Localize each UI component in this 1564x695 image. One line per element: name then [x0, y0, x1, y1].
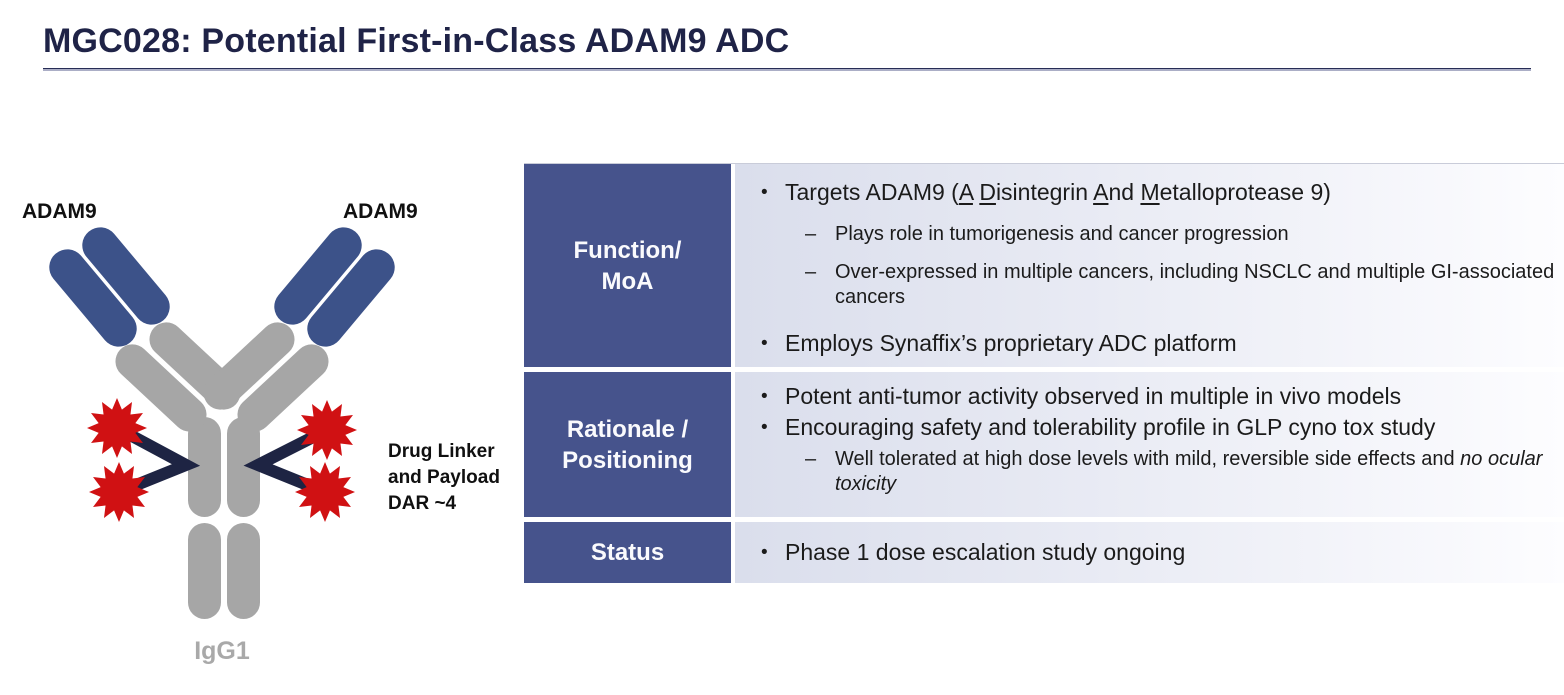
header-line: Function/: [573, 236, 682, 264]
table-row-status: Status • Phase 1 dose escalation study o…: [524, 522, 1564, 583]
header-line: Positioning: [562, 446, 693, 474]
payload-label-line1: Drug Linker: [388, 441, 495, 462]
subbullet-overexpressed: – Over-expressed in multiple cancers, in…: [805, 260, 1564, 310]
payload-starburst-icons: [87, 398, 357, 522]
table-row-rationale-positioning: Rationale / Positioning • Potent anti-tu…: [524, 372, 1564, 517]
dash-marker: –: [805, 261, 817, 283]
igg1-label: IgG1: [194, 637, 250, 665]
drug-linker-lines: [114, 422, 330, 498]
title-underline-rule: [43, 68, 1531, 71]
table-row-function-moa: Function/ MoA • Targets ADAM9 (A Disinte…: [524, 164, 1564, 367]
subbullet-well-tolerated: – Well tolerated at high dose levels wit…: [805, 447, 1564, 497]
subbullet-text: Well tolerated at high dose levels with …: [835, 448, 1543, 495]
drug-linker-payload-label: Drug Linker and Payload DAR ~4: [388, 439, 500, 517]
bullet-targets-adam9: • Targets ADAM9 (A Disintegrin And Metal…: [761, 178, 1564, 207]
row-header-function-moa: Function/ MoA: [524, 164, 731, 367]
fab-variable-segments-blue: [49, 227, 395, 347]
header-line: Rationale /: [566, 415, 689, 443]
bullet-marker: •: [761, 333, 768, 354]
bullet-synaffix-platform: • Employs Synaffix’s proprietary ADC pla…: [761, 329, 1564, 358]
row-content-status: • Phase 1 dose escalation study ongoing: [735, 522, 1564, 583]
info-table: Function/ MoA • Targets ADAM9 (A Disinte…: [524, 163, 1564, 583]
bullet-phase1-study: • Phase 1 dose escalation study ongoing: [761, 538, 1185, 567]
payload-label-line2: and Payload: [388, 467, 500, 488]
bullet-anti-tumor-activity: • Potent anti-tumor activity observed in…: [761, 381, 1564, 412]
header-line: Status: [590, 539, 665, 566]
bullet-marker: •: [761, 542, 768, 563]
adam9-label-left: ADAM9: [22, 200, 97, 223]
subbullet-tumorigenesis: – Plays role in tumorigenesis and cancer…: [805, 222, 1564, 247]
italic-no-ocular-toxicity: no ocular toxicity: [835, 448, 1543, 495]
row-header-status: Status: [524, 522, 731, 583]
header-line: MoA: [601, 267, 654, 295]
bullet-text: Phase 1 dose escalation study ongoing: [785, 539, 1186, 565]
adam9-label-right: ADAM9: [343, 200, 418, 223]
bullet-marker: •: [761, 182, 768, 203]
fab-constant-segments: [115, 322, 329, 432]
page-title: MGC028: Potential First-in-Class ADAM9 A…: [43, 22, 790, 60]
payload-label-line3: DAR ~4: [388, 493, 457, 514]
row-content-rationale-positioning: • Potent anti-tumor activity observed in…: [735, 372, 1564, 517]
subbullet-text: Plays role in tumorigenesis and cancer p…: [835, 223, 1289, 245]
antibody-diagram: ADAM9 ADAM9 Drug Linker and Payload DAR …: [0, 140, 520, 695]
bullet-text: Encouraging safety and tolerability prof…: [785, 414, 1436, 440]
subbullet-text: Over-expressed in multiple cancers, incl…: [835, 261, 1555, 308]
bullet-marker: •: [761, 386, 768, 407]
bullet-text: Targets ADAM9 (A Disintegrin And Metallo…: [785, 179, 1331, 205]
dash-marker: –: [805, 223, 817, 245]
bullet-text: Potent anti-tumor activity observed in m…: [785, 383, 1402, 409]
bullet-safety-profile: • Encouraging safety and tolerability pr…: [761, 412, 1564, 443]
antibody-diagram-svg: [49, 227, 395, 619]
fc-stem: [188, 417, 260, 619]
bullet-marker: •: [761, 417, 768, 438]
row-content-function-moa: • Targets ADAM9 (A Disintegrin And Metal…: [735, 164, 1564, 367]
bullet-text: Employs Synaffix’s proprietary ADC platf…: [785, 330, 1237, 356]
row-header-rationale-positioning: Rationale / Positioning: [524, 372, 731, 517]
dash-marker: –: [805, 448, 817, 470]
